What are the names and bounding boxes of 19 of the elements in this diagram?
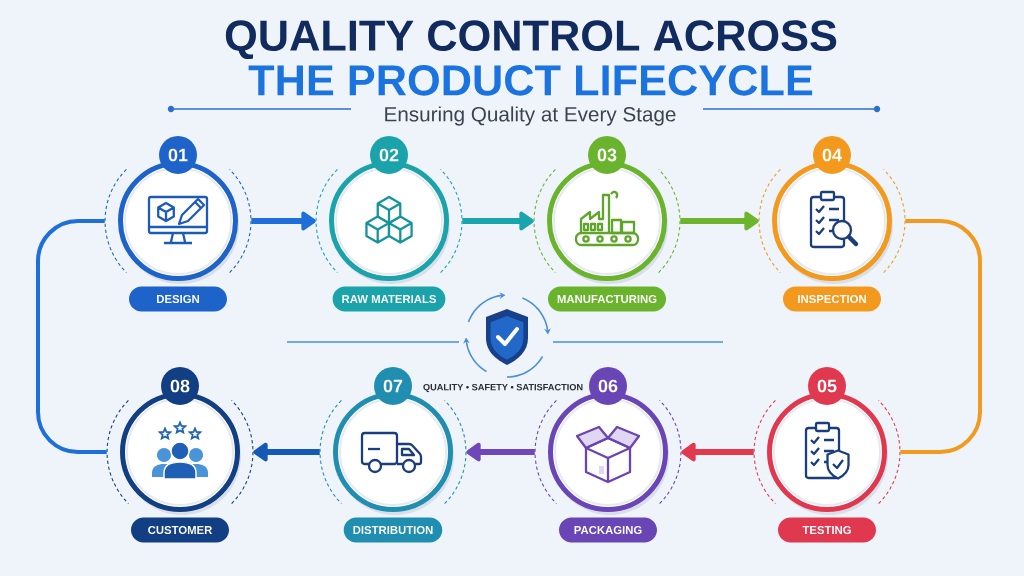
number-badge: 06 bbox=[589, 367, 627, 405]
connector-line bbox=[900, 219, 982, 454]
arrow bbox=[466, 442, 535, 462]
number-badge: 04 bbox=[813, 136, 851, 174]
title: QUALITY CONTROL ACROSS THE PRODUCT LIFECYCLE bbox=[225, 20, 837, 96]
subtitle: Ensuring Quality at Every Stage bbox=[385, 106, 676, 126]
number-badge: 03 bbox=[588, 136, 626, 174]
arrow bbox=[680, 211, 759, 231]
number-badge: 08 bbox=[161, 367, 199, 405]
number-badge: 07 bbox=[374, 367, 412, 405]
tagline: QUALITY • SAFETY • SATISFACTION bbox=[423, 383, 583, 393]
number-badge: 01 bbox=[159, 136, 197, 174]
number-badge: 05 bbox=[808, 367, 846, 405]
arrow bbox=[462, 211, 534, 231]
arrow bbox=[253, 442, 320, 462]
arrow bbox=[251, 211, 316, 231]
connector-line bbox=[36, 219, 107, 454]
arrow bbox=[681, 442, 754, 462]
number-badge: 02 bbox=[370, 136, 408, 174]
